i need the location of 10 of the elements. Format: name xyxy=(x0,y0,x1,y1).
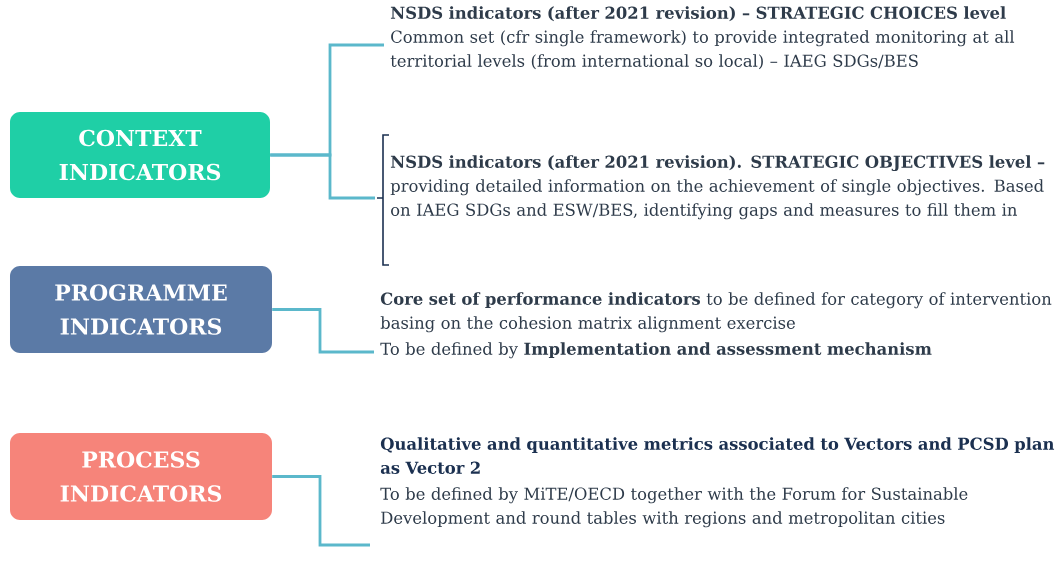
description-text: Qualitative and quantitative metrics associated to Vectors and PCSD plan as Vector 2 To be defined by MiTE/OECD together with the Forum for Sustainable Development and round tables with regions and metropolitan cities xyxy=(380,437,1055,528)
description-text: NSDS indicators (after 2021 revision) – STRATEGIC CHOICES level Common set (cfr single framework) to provide integrated monitoring at all territorial levels (from international so local) – IAEG SDGs/BES xyxy=(390,6,1015,70)
description-text: NSDS indicators (after 2021 revision). STRATEGIC OBJECTIVES level – providing detailed information on the achievement of single objectives. Based on IAEG SDGs and ESW/BES, identifying gaps and measures to fill them in xyxy=(390,155,1045,220)
connector xyxy=(270,153,375,200)
description-text: Core set of performance indicators to be defined for category of intervention basing on the cohesion matrix alignment exercise To be defined by Implementation and assessment mechanism xyxy=(380,292,1052,359)
connector xyxy=(272,308,374,354)
indicator-box: PROCESS INDICATORS xyxy=(10,433,272,520)
indicator-box: CONTEXT INDICATORS xyxy=(10,112,270,198)
connector xyxy=(272,475,370,547)
indicator-box: PROGRAMME INDICATORS xyxy=(10,266,272,353)
